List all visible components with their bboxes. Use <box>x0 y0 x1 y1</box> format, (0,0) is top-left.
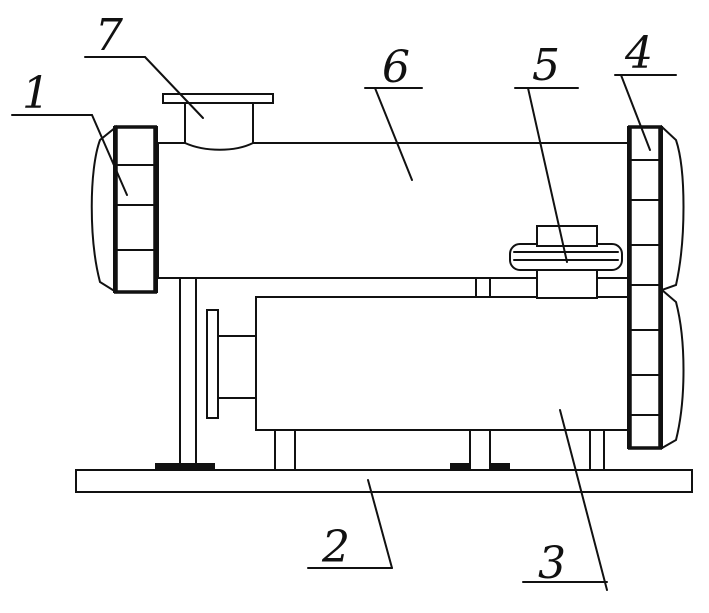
callout-1: 1 <box>22 68 50 119</box>
tank-legs <box>274 429 605 471</box>
support-column <box>179 277 197 471</box>
callout-3: 3 <box>538 538 566 589</box>
flange-valve <box>509 225 623 299</box>
callout-7: 7 <box>95 10 123 61</box>
top-nozzle <box>162 93 274 151</box>
callout-5: 5 <box>532 40 560 91</box>
base-plate <box>75 463 693 493</box>
callout-4: 4 <box>624 28 653 79</box>
left-end-cap <box>90 124 158 294</box>
callout-2: 2 <box>321 522 350 573</box>
leader-lines <box>11 56 677 591</box>
callout-labels: 1 7 6 5 4 2 3 <box>22 10 653 589</box>
right-end-caps <box>627 124 685 450</box>
lower-tank <box>206 296 629 431</box>
tank-connector <box>475 277 491 298</box>
callout-6: 6 <box>382 42 410 93</box>
